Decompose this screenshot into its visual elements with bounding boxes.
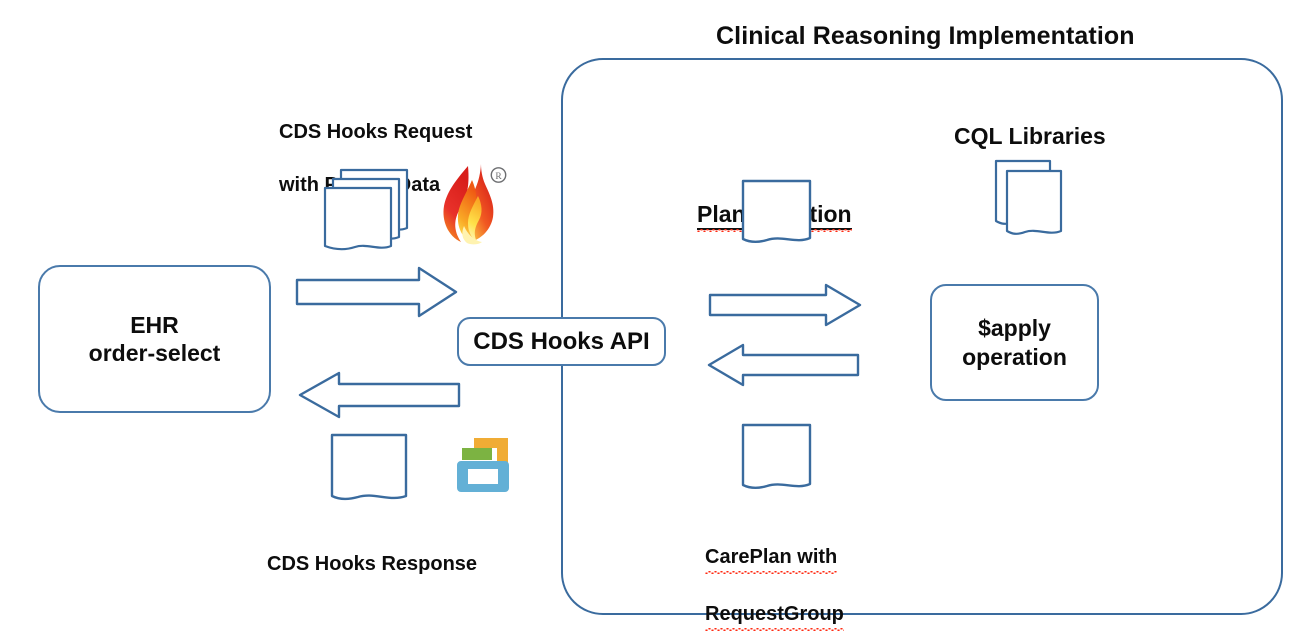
from-apply-arrow-left xyxy=(705,343,860,387)
cds-hooks-request-label-line1: CDS Hooks Request xyxy=(279,121,473,144)
cql-libraries-label: CQL Libraries xyxy=(954,123,1106,149)
cql-documents-stack-icon xyxy=(988,158,1074,250)
cds-hooks-logo xyxy=(452,435,514,497)
apply-box-line2: operation xyxy=(962,343,1067,370)
apply-operation-box[interactable]: $apply operation xyxy=(930,284,1099,401)
careplan-document-icon xyxy=(740,422,816,506)
careplan-label-line2: RequestGroup xyxy=(705,601,844,632)
request-arrow-right xyxy=(295,266,460,318)
apply-box-line1: $apply xyxy=(978,315,1051,342)
ehr-box-line1: EHR xyxy=(130,311,179,338)
cds-hooks-api-label: CDS Hooks API xyxy=(473,327,650,355)
svg-text:R: R xyxy=(495,172,502,182)
cds-hooks-api-box[interactable]: CDS Hooks API xyxy=(457,317,666,366)
ehr-order-select-box[interactable]: EHR order-select xyxy=(38,265,271,413)
plan-definition-document-icon xyxy=(740,178,816,258)
page-title: Clinical Reasoning Implementation xyxy=(716,22,1135,50)
ehr-box-line2: order-select xyxy=(88,340,221,366)
fhir-flame-logo: R xyxy=(437,163,509,247)
careplan-requestgroup-label: CarePlan with RequestGroup xyxy=(705,518,925,638)
careplan-label-line1: CarePlan with xyxy=(705,544,838,575)
to-apply-arrow-right xyxy=(708,283,863,327)
cds-hooks-response-document-icon xyxy=(328,432,410,514)
documents-stack-icon xyxy=(315,165,425,260)
cds-hooks-response-label: CDS Hooks Response xyxy=(267,553,478,575)
response-arrow-left xyxy=(296,371,461,419)
